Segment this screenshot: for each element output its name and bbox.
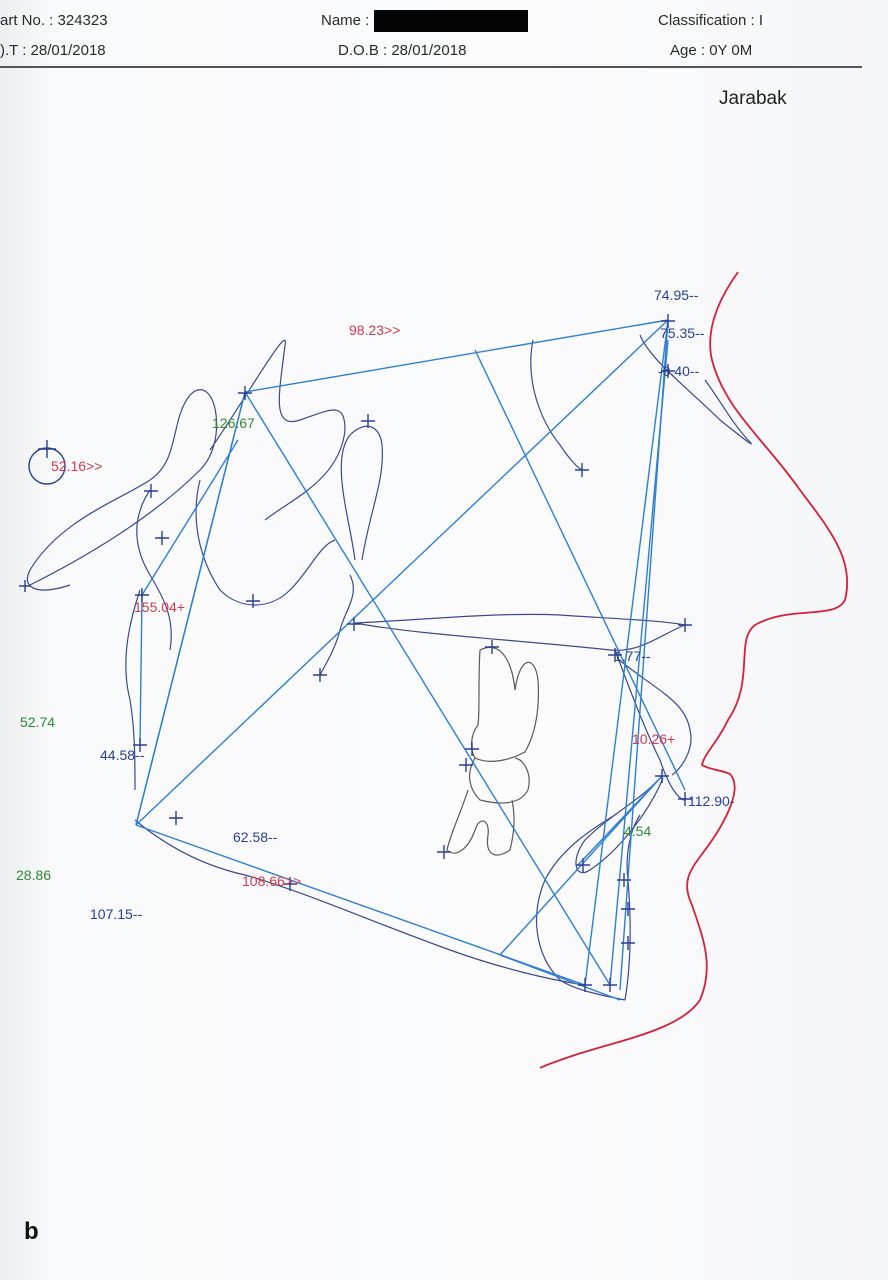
measure-value-10-26: 10.26+: [632, 731, 675, 747]
measure-value-75-35: 75.35--: [660, 325, 705, 341]
measure-value-neg-0-40: -0.40--: [658, 363, 700, 379]
landmark-markers: [19, 314, 692, 992]
landmark-circle: [28, 447, 66, 485]
classification: Classification : I: [658, 12, 764, 29]
cephalometric-lines: [135, 319, 686, 1001]
measure-value-112-90: 112.90-: [688, 793, 735, 809]
measure-value-74-95: 74.95--: [654, 287, 699, 303]
date-of-tracing: ).T : 28/01/2018: [0, 42, 106, 59]
measure-gonial-angle: 108.66>>: [242, 873, 301, 889]
chart-number: art No. : 324323: [0, 12, 108, 29]
patient-name-label: Name :: [321, 12, 370, 29]
header-divider: [0, 66, 862, 68]
measure-value-62-58: 62.58--: [233, 829, 278, 845]
soft-tissue-profile: [539, 271, 849, 1069]
molar-teeth: [446, 646, 540, 856]
measure-saddle-angle: 126.67: [212, 415, 255, 431]
measure-value-4-54: 4.54: [624, 823, 651, 839]
measure-articular-angle: 155.04+: [134, 599, 185, 615]
measure-saddle-angle-sum: 98.23>>: [349, 322, 400, 338]
measure-value-28-86: 28.86: [16, 867, 51, 883]
measure-ramus-height: 44.58--: [100, 747, 145, 763]
measure-value-107-15: 107.15--: [90, 906, 142, 922]
measure-value-52-74: 52.74: [20, 714, 55, 730]
patient-age: Age : 0Y 0M: [670, 42, 753, 59]
date-of-birth: D.O.B : 28/01/2018: [338, 42, 467, 59]
measure-value-52-16: 52.16>>: [51, 458, 102, 474]
analysis-title: Jarabak: [719, 88, 787, 109]
figure-panel-letter: b: [24, 1218, 39, 1245]
redacted-name-bar: [374, 10, 528, 32]
measure-value-1-77: 1.77--: [614, 648, 651, 664]
